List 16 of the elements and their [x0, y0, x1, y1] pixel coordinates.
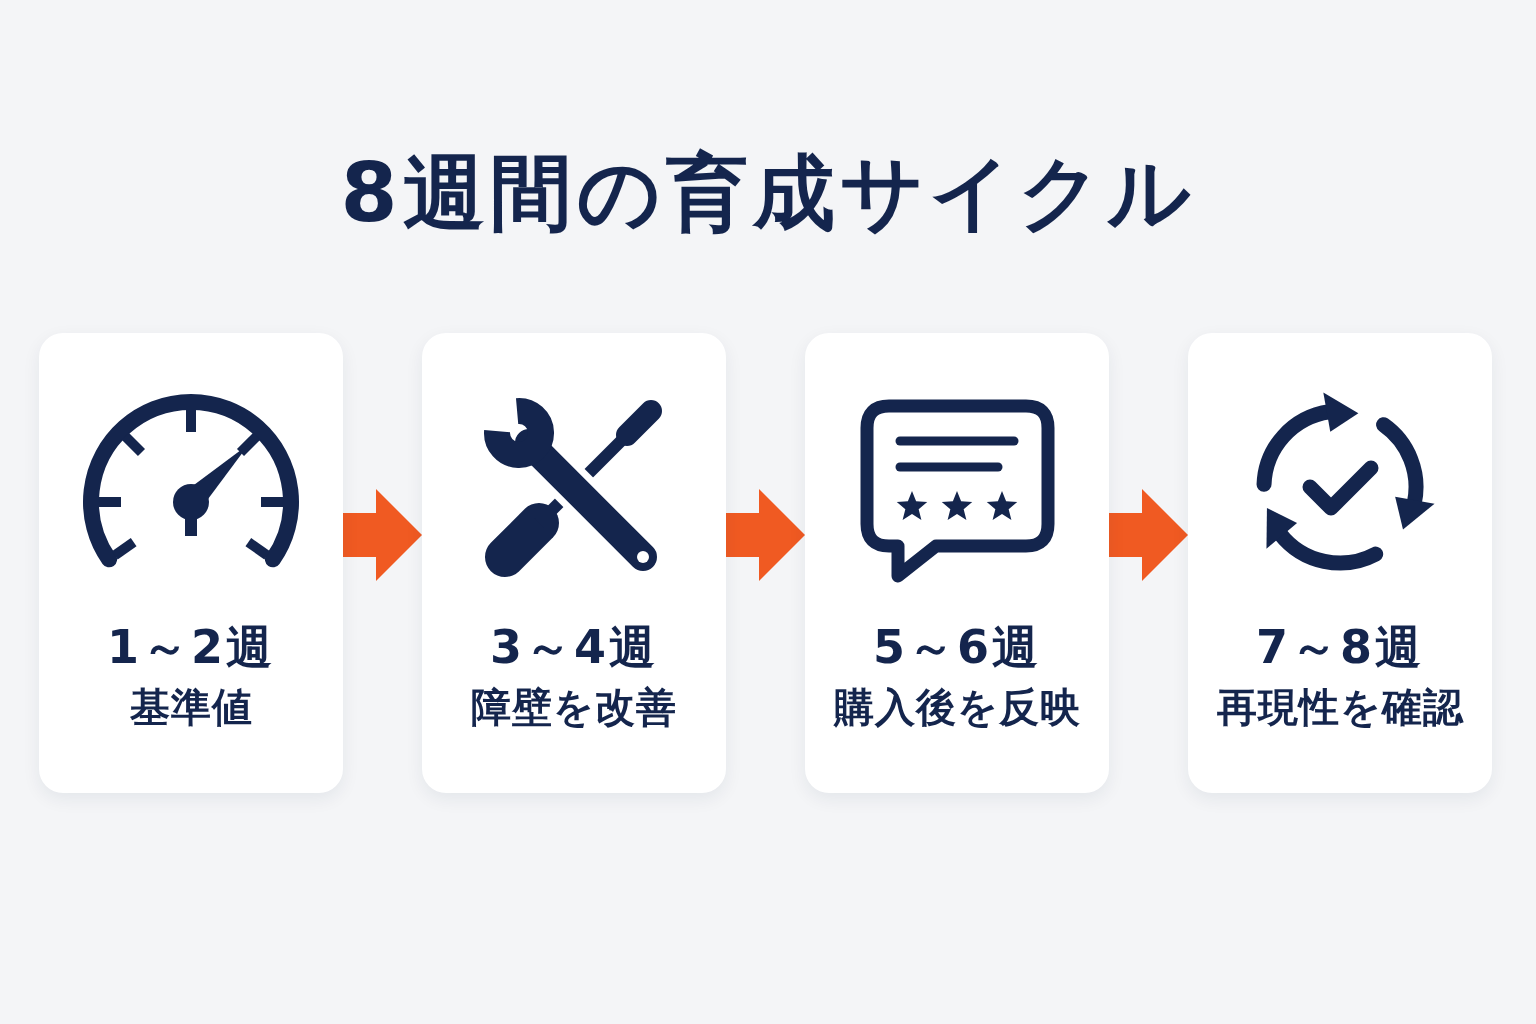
step-card	[1188, 333, 1492, 793]
arrow	[1109, 489, 1188, 581]
step-caption: 購入後を反映	[833, 683, 1081, 731]
step-caption: 障壁を改善	[471, 683, 677, 731]
week-heading: 7～8週	[1256, 620, 1424, 676]
step-caption: 基準値	[129, 683, 253, 731]
arrow	[343, 489, 422, 581]
step-caption: 再現性を確認	[1216, 683, 1464, 731]
week-heading: 5～6週	[873, 620, 1041, 676]
week-heading: 1～2週	[107, 620, 275, 676]
arrow	[726, 489, 805, 581]
week-heading: 3～4週	[490, 620, 658, 676]
step-card	[805, 333, 1109, 793]
step-card	[422, 333, 726, 793]
title: 8週間の育成サイクル	[340, 144, 1196, 242]
step-card	[39, 333, 343, 793]
